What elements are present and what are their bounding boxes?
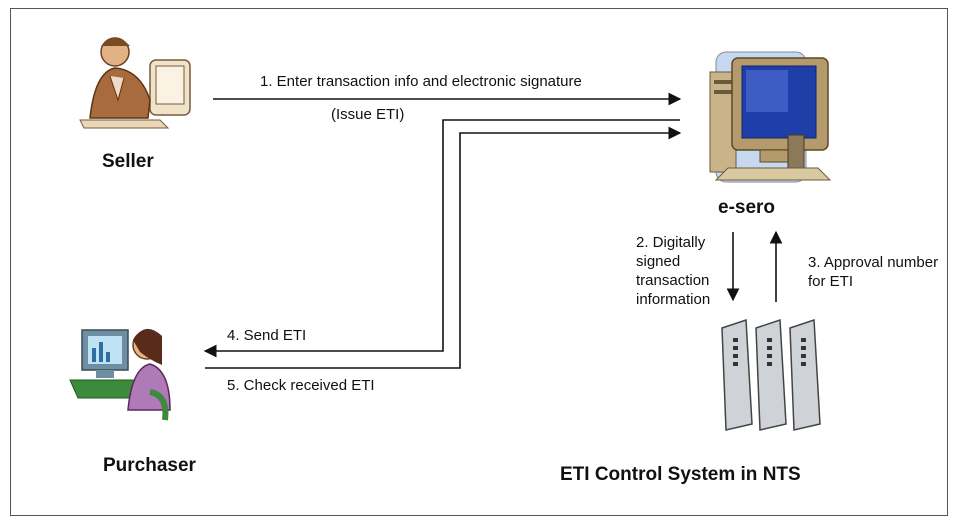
step2-line4: information bbox=[636, 291, 711, 308]
arrow-step5 bbox=[205, 126, 682, 369]
step4-label: 4. Send ETI bbox=[227, 327, 307, 344]
esero-computer-icon bbox=[709, 51, 832, 183]
seller-icon bbox=[79, 37, 191, 129]
esero-label: e-sero bbox=[718, 197, 776, 218]
issue-eti-label: (Issue ETI) bbox=[331, 106, 405, 123]
purchaser-label: Purchaser bbox=[103, 455, 196, 476]
step2-line2: signed bbox=[636, 253, 681, 270]
step5-label: 5. Check received ETI bbox=[227, 377, 375, 394]
seller-label: Seller bbox=[102, 151, 154, 172]
diagram-frame bbox=[10, 8, 948, 516]
step1-label: 1. Enter transaction info and electronic… bbox=[260, 73, 582, 90]
arrow-step4 bbox=[203, 119, 680, 358]
step3-line2: for ETI bbox=[808, 273, 854, 290]
step3-label: 3. Approval number for ETI bbox=[808, 253, 938, 291]
step2-label: 2. Digitally signed transaction informat… bbox=[636, 233, 710, 309]
purchaser-icon bbox=[69, 328, 171, 421]
step3-line1: 3. Approval number bbox=[808, 254, 939, 271]
nts-label: ETI Control System in NTS bbox=[560, 464, 801, 485]
step2-line1: 2. Digitally bbox=[636, 234, 706, 251]
step2-line3: transaction bbox=[636, 272, 710, 289]
nts-server-icon bbox=[721, 318, 821, 431]
